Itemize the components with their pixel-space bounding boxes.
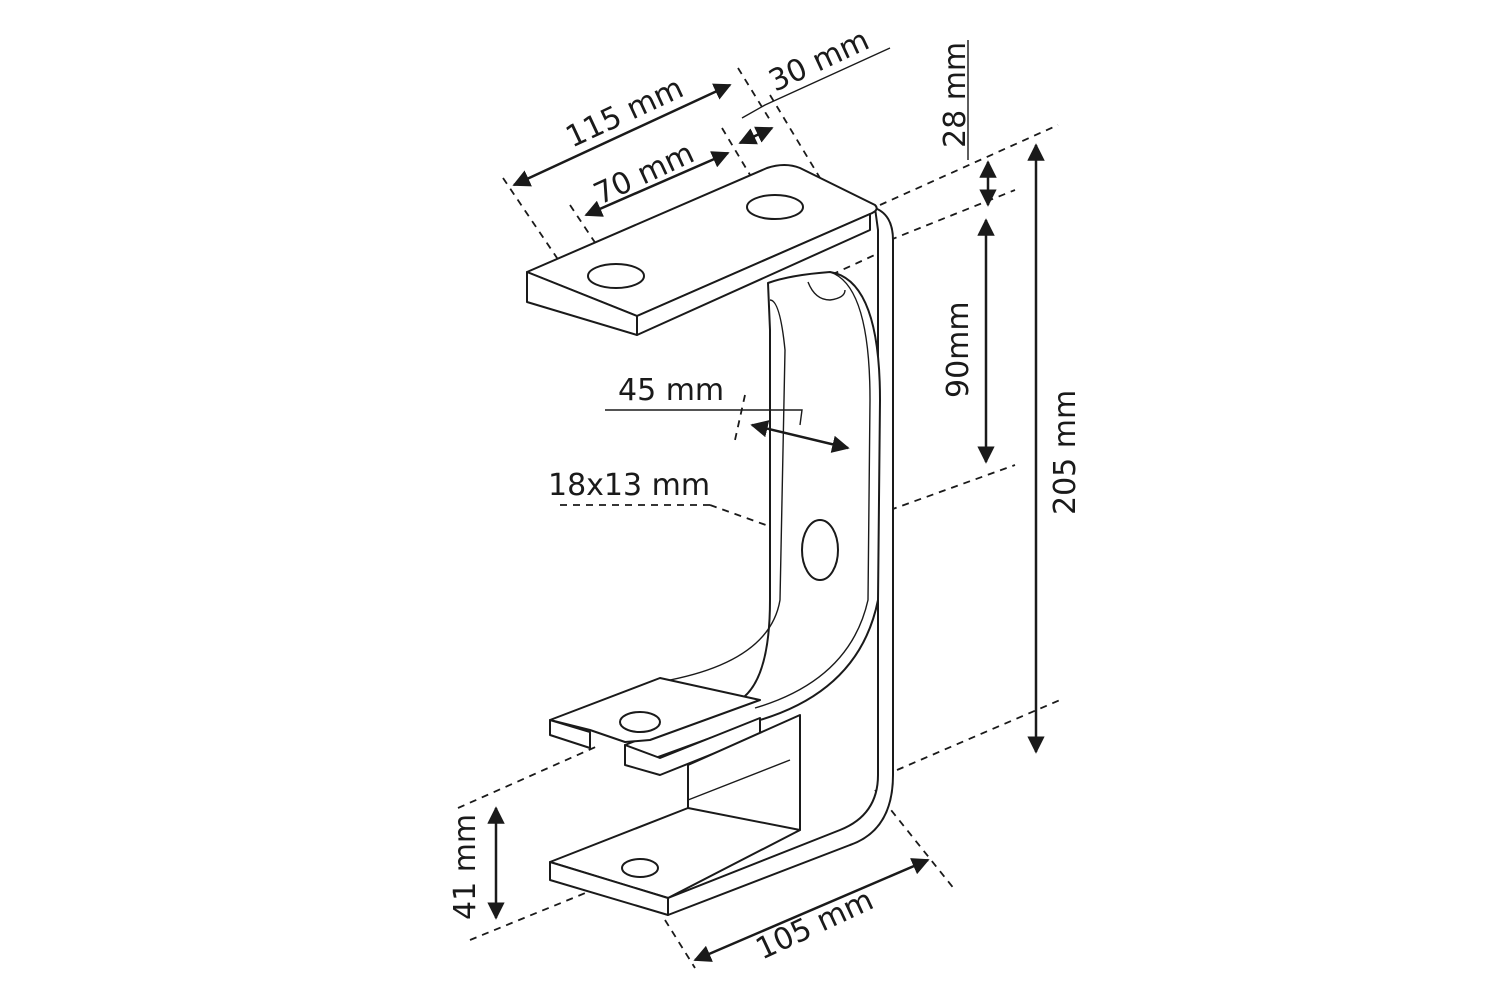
label-41mm: 41 mm (448, 814, 483, 920)
label-205mm: 205 mm (1048, 390, 1083, 515)
label-45mm: 45 mm (618, 373, 724, 408)
label-30mm: 30 mm (764, 23, 875, 100)
label-28mm: 28 mm (938, 42, 973, 148)
label-18x13mm: 18x13 mm (548, 468, 710, 503)
bracket-body (526, 164, 894, 916)
dimension-arrows (487, 40, 1045, 962)
label-90mm: 90mm (941, 301, 976, 398)
label-70mm: 70 mm (589, 136, 700, 213)
label-105mm: 105 mm (751, 883, 879, 968)
